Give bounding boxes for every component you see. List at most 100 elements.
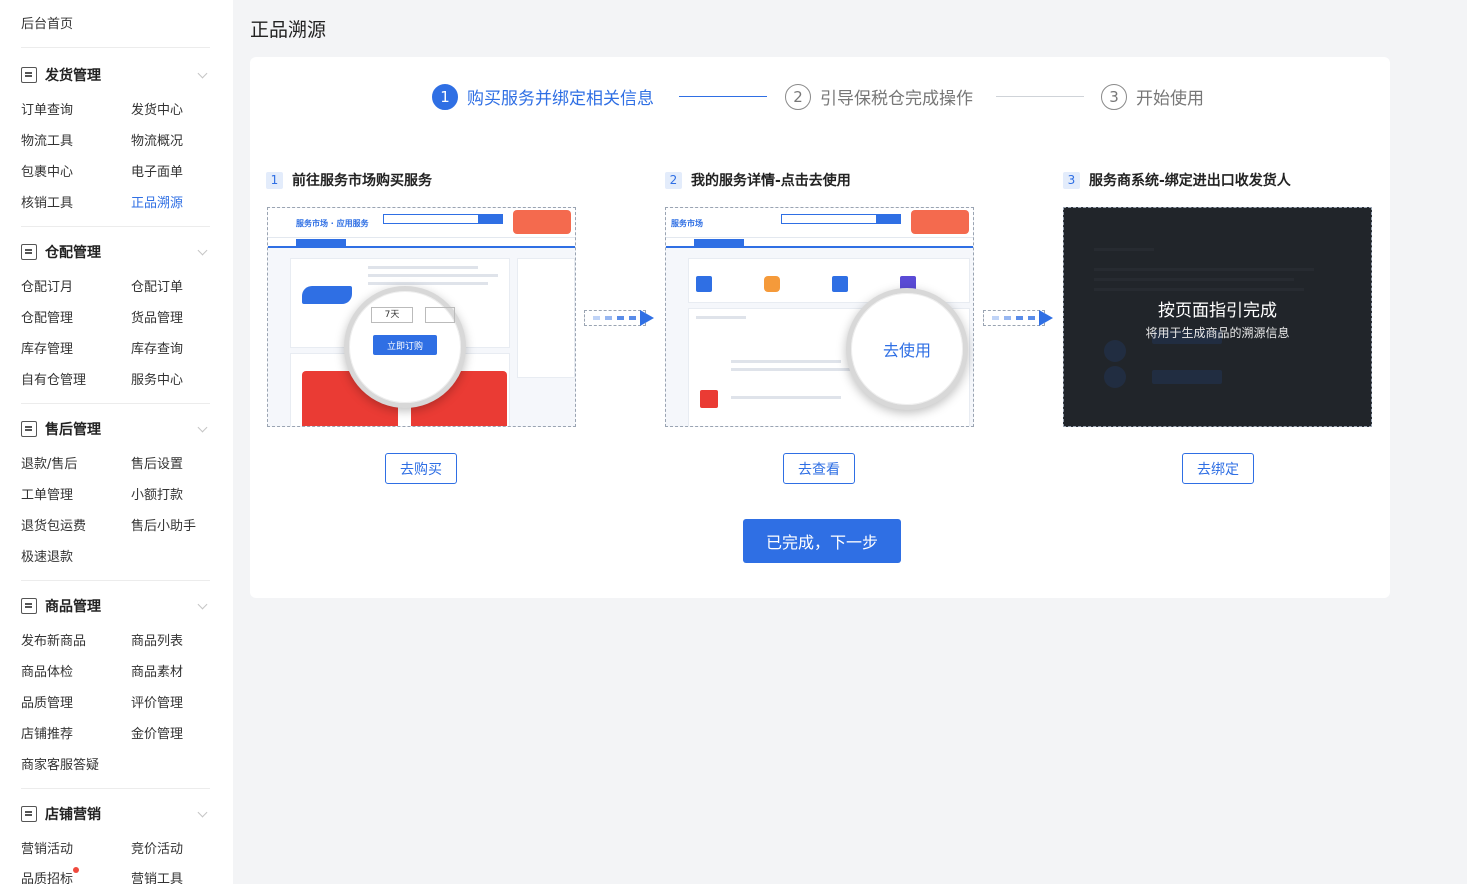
sidebar-item[interactable]: 发货中心 [131, 103, 184, 118]
sidebar-item[interactable]: 店铺推荐 [21, 727, 74, 742]
sidebar-item[interactable]: 仓配管理 [21, 311, 74, 326]
sidebar-item[interactable]: 售后设置 [131, 457, 184, 472]
sidebar-group-title: 售后管理 [45, 422, 101, 438]
arrow-head [640, 310, 654, 326]
step-connector [996, 96, 1084, 97]
substep-title: 前往服务市场购买服务 [292, 173, 432, 189]
sidebar-item[interactable]: 工单管理 [21, 488, 74, 503]
step-label: 开始使用 [1136, 89, 1204, 109]
substep-2-screenshot: 服务市场 去使用 [665, 207, 974, 427]
sidebar-item[interactable]: 品质管理 [21, 696, 74, 711]
arrow-dots [992, 316, 1035, 320]
shot-logo: 服务市场 [671, 219, 703, 228]
page-title: 正品溯源 [250, 19, 327, 41]
sidebar-item[interactable]: 小额打款 [131, 488, 184, 503]
sidebar-item[interactable]: 评价管理 [131, 696, 184, 711]
sidebar-item[interactable]: 物流概况 [131, 134, 184, 149]
sidebar: 后台首页 发货管理 订单查询 发货中心 物流工具 物流概况 包裹中心 电子面单 … [0, 0, 233, 884]
substep-number: 3 [1063, 171, 1080, 189]
sidebar-item[interactable]: 商品列表 [131, 634, 184, 649]
warehouse-icon [21, 244, 37, 260]
substep-title: 我的服务详情-点击去使用 [691, 173, 851, 189]
overlay-subtitle: 将用于生成商品的溯源信息 [1145, 326, 1290, 340]
shot-search-button [876, 214, 900, 224]
sidebar-item[interactable]: 自有仓管理 [21, 373, 87, 388]
step-number: 1 [432, 83, 458, 110]
shot-line [368, 274, 498, 277]
sidebar-divider [21, 226, 210, 227]
sidebar-item-home[interactable]: 后台首页 [21, 17, 74, 32]
substep-3-screenshot: 按页面指引完成 将用于生成商品的溯源信息 [1063, 207, 1372, 427]
step-label: 购买服务并绑定相关信息 [467, 89, 654, 109]
sidebar-group-title: 仓配管理 [45, 245, 101, 261]
sidebar-item[interactable]: 商家客服答疑 [21, 758, 100, 773]
sidebar-group-title: 商品管理 [45, 599, 101, 615]
shot-line [731, 396, 841, 399]
sidebar-divider [21, 403, 210, 404]
sidebar-item[interactable]: 物流工具 [21, 134, 74, 149]
sidebar-item[interactable]: 售后小助手 [131, 519, 197, 534]
sidebar-group-shipping[interactable]: 发货管理 [21, 65, 210, 85]
magnifier: 去使用 [846, 288, 968, 410]
sidebar-item[interactable]: 库存管理 [21, 342, 74, 357]
sidebar-divider [21, 788, 210, 789]
sidebar-item[interactable]: 包裹中心 [21, 165, 74, 180]
list-icon [21, 67, 37, 83]
mag-option [425, 307, 455, 323]
go-view-button[interactable]: 去查看 [783, 453, 855, 484]
substep-number: 1 [266, 171, 283, 189]
chevron-down-icon [197, 599, 208, 609]
sidebar-item[interactable]: 商品体检 [21, 665, 74, 680]
sidebar-group-aftersales[interactable]: 售后管理 [21, 419, 210, 439]
chevron-down-icon [197, 422, 208, 432]
sidebar-item[interactable]: 库存查询 [131, 342, 184, 357]
go-bind-button[interactable]: 去绑定 [1182, 453, 1254, 484]
sidebar-group-warehouse[interactable]: 仓配管理 [21, 242, 210, 262]
arrow-head [1039, 310, 1053, 326]
magnifier: 7天 立即订购 [344, 286, 466, 408]
sidebar-item[interactable]: 商品素材 [131, 665, 184, 680]
step-1: 1 购买服务并绑定相关信息 [432, 83, 654, 110]
sidebar-item[interactable]: 核销工具 [21, 196, 74, 211]
sidebar-item-label: 品质招标 [21, 872, 74, 884]
sidebar-item[interactable]: 货品管理 [131, 311, 184, 326]
sidebar-item[interactable]: 营销工具 [131, 872, 184, 884]
sidebar-item[interactable]: 服务中心 [131, 373, 184, 388]
sidebar-item[interactable]: 仓配订单 [131, 280, 184, 295]
sidebar-item[interactable]: 极速退款 [21, 550, 74, 565]
shot-line [368, 266, 478, 269]
shot-app-icon [764, 276, 780, 292]
step-3: 3 开始使用 [1101, 83, 1204, 110]
mag-button-bg [373, 335, 437, 355]
sidebar-group-products[interactable]: 商品管理 [21, 596, 210, 616]
go-buy-button[interactable]: 去购买 [385, 453, 457, 484]
substep-1-screenshot: 服务市场 · 应用服务 7天 立即订购 [267, 207, 576, 427]
shot-promo-badge [513, 210, 571, 234]
shot-logo: 服务市场 · 应用服务 [296, 219, 369, 228]
sidebar-group-marketing[interactable]: 店铺营销 [21, 804, 210, 824]
shot-app-icon [696, 276, 712, 292]
sidebar-item[interactable]: 品质招标 [21, 867, 80, 884]
sidebar-divider [21, 580, 210, 581]
shield-check-icon [21, 421, 37, 437]
shot-line [696, 316, 746, 319]
sidebar-item-active[interactable]: 正品溯源 [131, 196, 184, 211]
notification-dot [73, 867, 80, 873]
sidebar-item[interactable]: 发布新商品 [21, 634, 87, 649]
sidebar-item[interactable]: 金价管理 [131, 727, 184, 742]
sidebar-item[interactable]: 退款/售后 [21, 457, 78, 472]
sidebar-item[interactable]: 仓配订月 [21, 280, 74, 295]
sidebar-item[interactable]: 竞价活动 [131, 842, 184, 857]
arrow-right-icon [584, 310, 656, 326]
next-step-button[interactable]: 已完成，下一步 [743, 519, 901, 563]
sidebar-item[interactable]: 订单查询 [21, 103, 74, 118]
store-icon [21, 806, 37, 822]
sidebar-item[interactable]: 电子面单 [131, 165, 184, 180]
sidebar-item[interactable]: 退货包运费 [21, 519, 87, 534]
shot-panel [517, 258, 575, 378]
shot-line [368, 282, 488, 285]
sidebar-item[interactable]: 营销活动 [21, 842, 74, 857]
shot-app-icon [700, 390, 718, 408]
substep-title: 服务商系统-绑定进出口收发货人 [1089, 173, 1291, 189]
shot-search [383, 214, 503, 224]
